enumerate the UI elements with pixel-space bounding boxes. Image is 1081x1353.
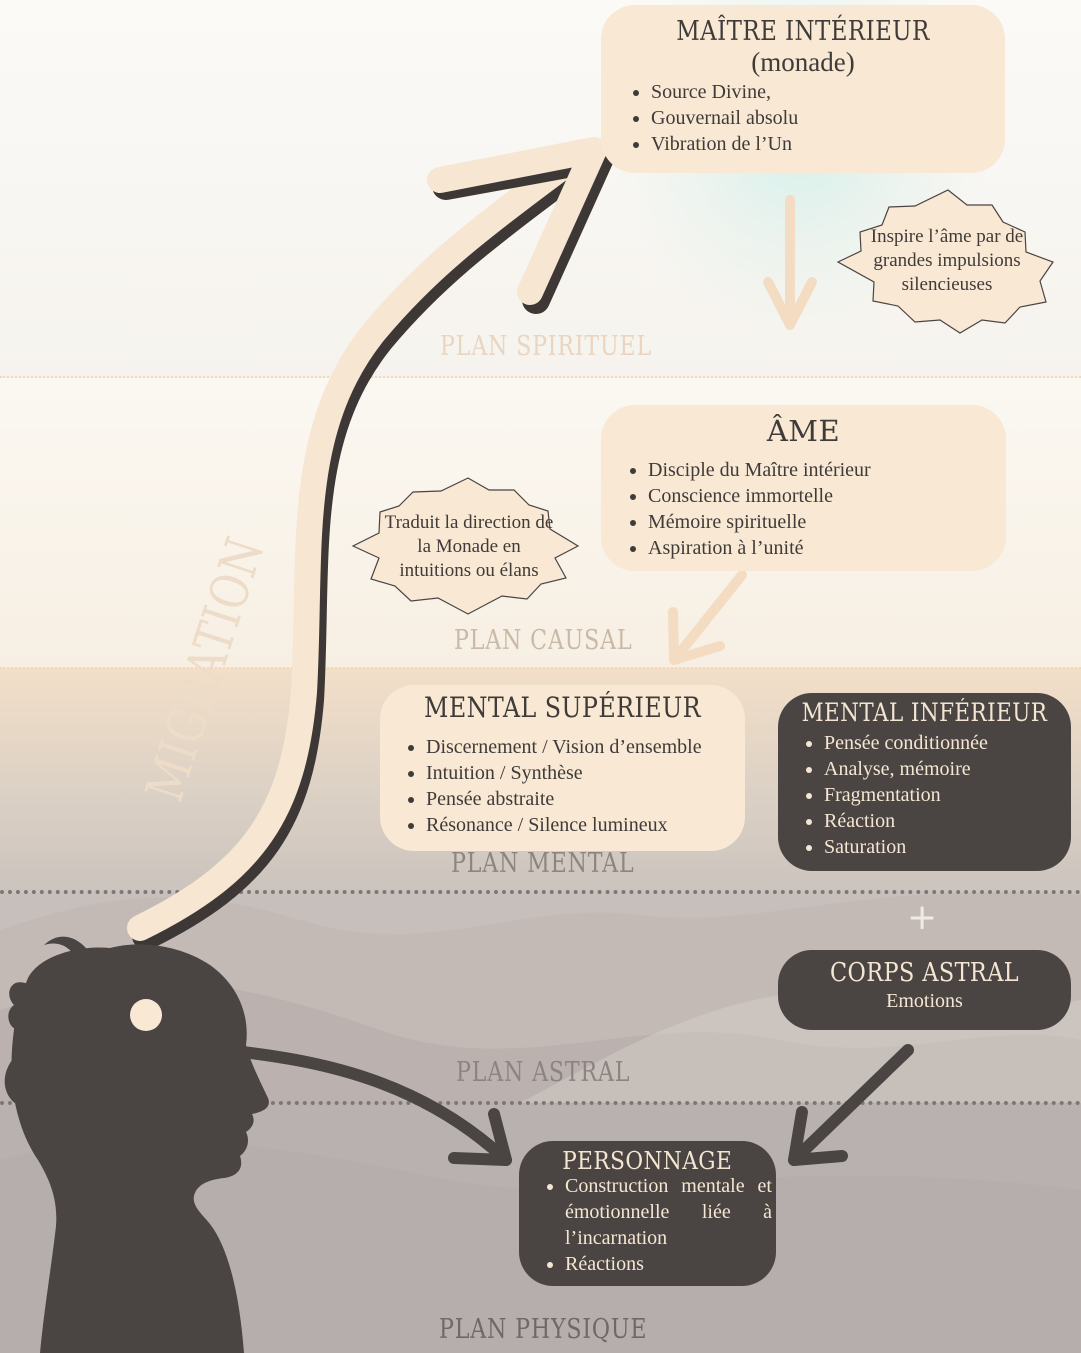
- corps-astral-card: CORPS ASTRAL Emotions: [778, 950, 1071, 1030]
- list-item: Mémoire spirituelle: [648, 509, 1006, 535]
- migration-arrow: [127, 149, 582, 941]
- arrow-ame-to-mental: [668, 570, 747, 665]
- migration-arrowhead: [427, 137, 607, 305]
- plane-label-physical: PLAN PHYSIQUE: [439, 1314, 648, 1345]
- personnage-card: PERSONNAGE Construction mentale et émoti…: [519, 1141, 776, 1286]
- list-item: Intuition / Synthèse: [426, 760, 745, 786]
- maitre-subtitle: (monade): [751, 47, 855, 77]
- ame-title: ÂME: [766, 414, 841, 448]
- list-item: Réactions: [565, 1251, 772, 1277]
- maitre-title: MAÎTRE INTÉRIEUR: [676, 16, 930, 47]
- mental-inferieur-title: MENTAL INFÉRIEUR: [801, 698, 1048, 727]
- list-item: Réaction: [824, 808, 1071, 834]
- note-monade: Inspire l’âme par de grandes impulsions …: [870, 226, 1024, 295]
- note-ame: Traduit la direction de la Monade en int…: [384, 512, 554, 581]
- list-item: Résonance / Silence lumineux: [426, 812, 745, 838]
- separator-causal-mental: [0, 667, 1081, 669]
- woman-silhouette-icon: [4, 936, 269, 1353]
- list-item: Fragmentation: [824, 782, 1071, 808]
- plane-label-causal: PLAN CAUSAL: [454, 625, 633, 656]
- list-item: Vibration de l’Un: [651, 131, 1005, 157]
- corps-astral-title: CORPS ASTRAL: [829, 958, 1020, 988]
- list-item: Source Divine,: [651, 79, 1005, 105]
- mental-inferieur-list: Pensée conditionnée Analyse, mémoire Fra…: [778, 730, 1071, 860]
- note-ame-starburst: [351, 477, 580, 615]
- arrow-astral-to-personnage: [788, 1044, 914, 1166]
- list-item: Conscience immortelle: [648, 483, 1006, 509]
- list-item: Gouvernail absolu: [651, 105, 1005, 131]
- list-item: Pensée conditionnée: [824, 730, 1071, 756]
- mental-superieur-title: MENTAL SUPÉRIEUR: [424, 691, 701, 724]
- separator-mental-astral: [0, 890, 1081, 894]
- arrow-maitre-to-ame: [763, 195, 817, 330]
- corps-astral-subtitle: Emotions: [886, 990, 963, 1012]
- list-item: Saturation: [824, 834, 1071, 860]
- maitre-list: Source Divine, Gouvernail absolu Vibrati…: [601, 79, 1005, 157]
- separator-spiritual-causal: [0, 376, 1081, 378]
- mental-superieur-list: Discernement / Vision d’ensemble Intuiti…: [380, 734, 745, 838]
- plane-label-mental: PLAN MENTAL: [451, 848, 635, 879]
- ame-card: ÂME Disciple du Maître intérieur Conscie…: [601, 405, 1006, 571]
- list-item: Aspiration à l’unité: [648, 535, 1006, 561]
- plane-label-astral: PLAN ASTRAL: [456, 1057, 631, 1088]
- note-monade-starburst: [836, 189, 1054, 334]
- mental-superieur-card: MENTAL SUPÉRIEUR Discernement / Vision d…: [380, 685, 745, 851]
- maitre-interieur-card: MAÎTRE INTÉRIEUR (monade) Source Divine,…: [601, 5, 1005, 173]
- list-item: Discernement / Vision d’ensemble: [426, 734, 745, 760]
- arrow-head-to-personnage: [219, 1044, 512, 1166]
- list-item: Analyse, mémoire: [824, 756, 1071, 782]
- plus-sign: +: [907, 897, 938, 938]
- list-item: Pensée abstraite: [426, 786, 745, 812]
- personnage-list: Construction mentale et émotionnelle lié…: [519, 1173, 776, 1277]
- plane-label-spiritual: PLAN SPIRITUEL: [440, 331, 652, 362]
- mental-inferieur-card: MENTAL INFÉRIEUR Pensée conditionnée Ana…: [778, 693, 1071, 871]
- ame-list: Disciple du Maître intérieur Conscience …: [601, 457, 1006, 561]
- personnage-title: PERSONNAGE: [562, 1147, 733, 1175]
- third-eye-dot: [130, 999, 162, 1031]
- separator-astral-physical: [0, 1101, 1081, 1105]
- list-item: Disciple du Maître intérieur: [648, 457, 1006, 483]
- list-item: Construction mentale et émotionnelle lié…: [565, 1173, 772, 1251]
